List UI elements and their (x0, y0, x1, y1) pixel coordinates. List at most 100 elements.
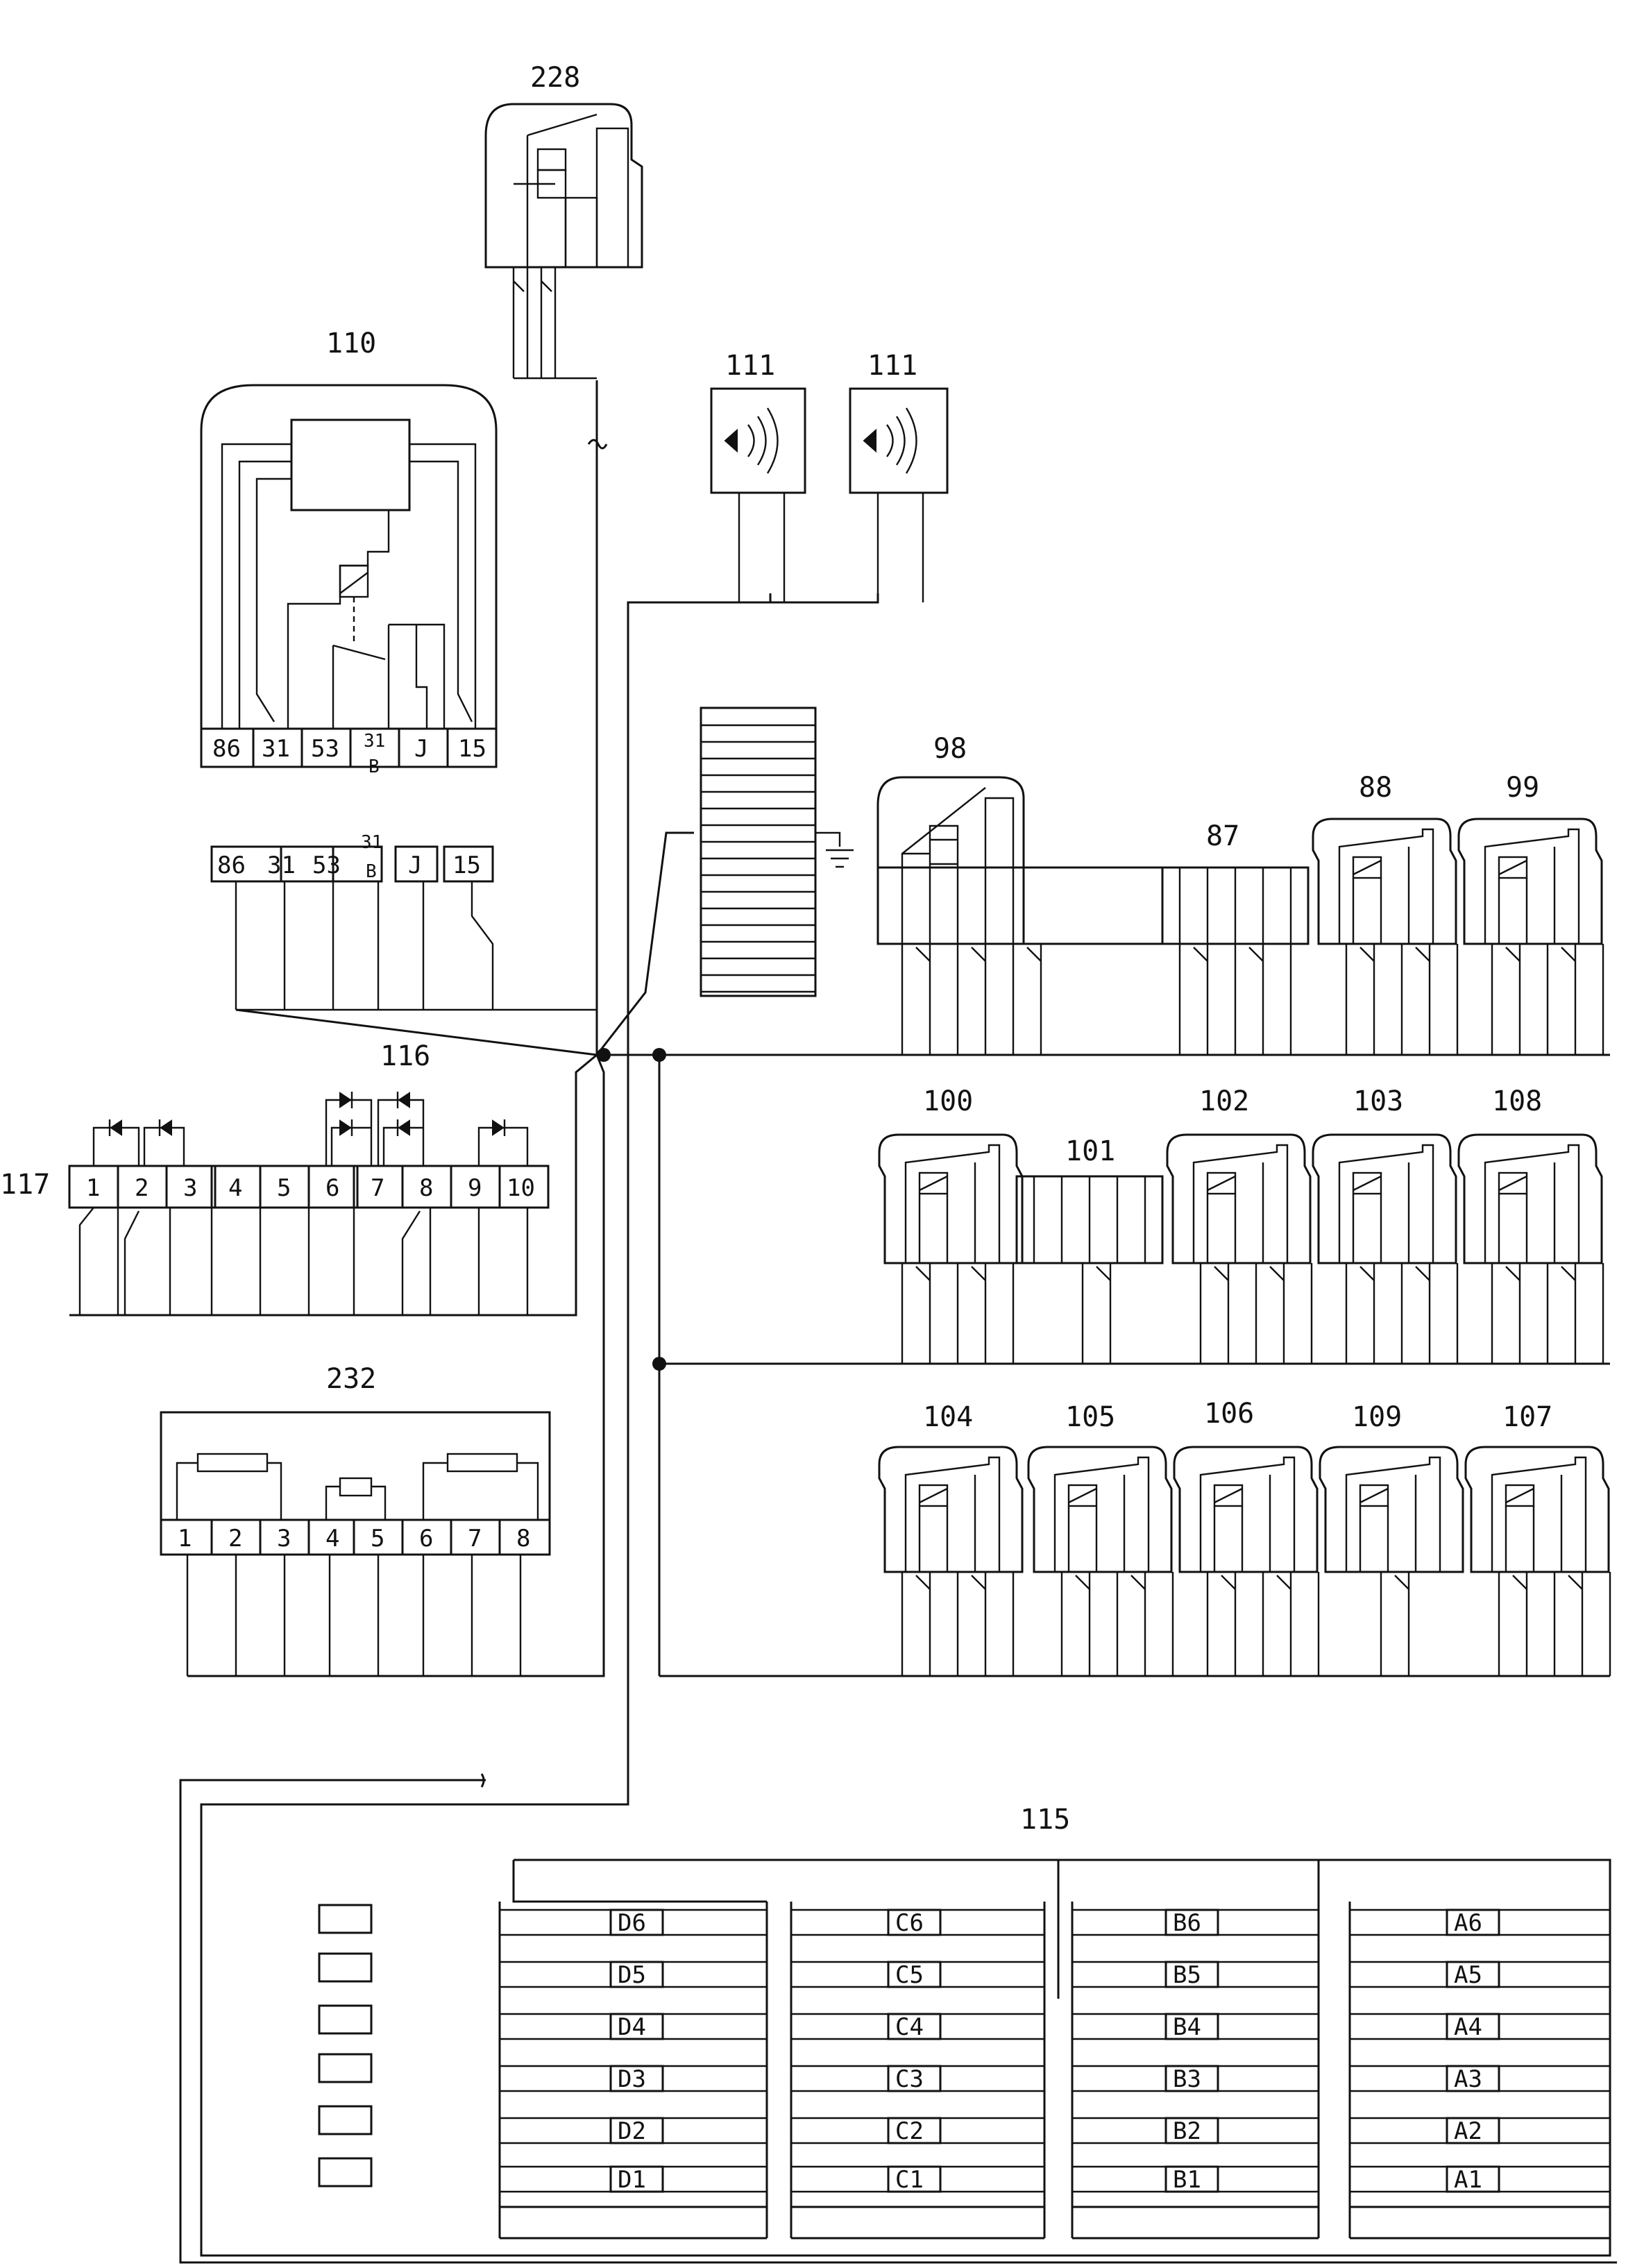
pin-53: 53 (311, 735, 339, 763)
resistor-block-pin-label: 8 (516, 1525, 530, 1552)
legend-box (318, 2105, 373, 2135)
relay-100 (878, 1133, 1024, 1264)
label-105: 105 (1065, 1401, 1115, 1433)
fuse-slot (1164, 1961, 1219, 1988)
fuse-slot-label: A5 (1454, 1961, 1482, 1989)
relay-108 (1457, 1133, 1603, 1264)
label-116: 116 (380, 1040, 430, 1072)
fuse-slot (1164, 1909, 1219, 1936)
fuse-slot-label: B2 (1173, 2117, 1201, 2145)
relay-105 (1027, 1446, 1173, 1573)
resistor-block-pin-label: 7 (468, 1525, 482, 1552)
legend-box (318, 1904, 373, 1934)
fuse-slot (887, 2065, 942, 2092)
relay-102 (1166, 1133, 1312, 1264)
relay-labels: 98 87 88 99 100 101 102 103 108 104 105 … (923, 733, 1552, 1433)
label-87: 87 (1206, 820, 1239, 852)
label-107: 107 (1502, 1401, 1552, 1433)
fuse-slot-label: C4 (895, 2013, 924, 2041)
relay-row-2 (878, 1133, 1604, 1364)
fuse-slot-label: D3 (618, 2065, 646, 2093)
label-232: 232 (326, 1363, 376, 1395)
fuse-slot (1446, 1961, 1500, 1988)
diode-block-pin (165, 1165, 217, 1209)
fuse-slot-label: B6 (1173, 1909, 1201, 1937)
fuse-slot-label: B5 (1173, 1961, 1201, 1989)
relay-109 (1319, 1446, 1464, 1573)
fuse-slot (609, 1909, 664, 1936)
label-117: 117 (0, 1169, 50, 1201)
fuse-slot-label: D2 (618, 2117, 646, 2145)
fuse-slot (1164, 2117, 1219, 2144)
label-108: 108 (1492, 1085, 1542, 1117)
relay-88 (1312, 818, 1457, 945)
label-106: 106 (1204, 1398, 1254, 1430)
pin-15: 15 (458, 735, 486, 763)
fuse-slot (609, 1961, 664, 1988)
label-99: 99 (1506, 772, 1539, 804)
diode-block-pin (307, 1165, 359, 1209)
diode-block-pin-label: 7 (371, 1174, 384, 1202)
connector-strip: 86 31 53 31 B J 15 (210, 832, 597, 1011)
fuse-slot (887, 2117, 942, 2144)
fuse-slot (887, 1961, 942, 1988)
fuse-slot (1446, 2013, 1500, 2040)
resistor-block-pin-label: 4 (325, 1525, 339, 1552)
pin-31b-suffix: B (368, 756, 380, 777)
fuse-slot (1446, 2117, 1500, 2144)
diode-block-pin-label: 8 (419, 1174, 433, 1202)
legend-box (318, 2004, 373, 2035)
label-104: 104 (923, 1401, 973, 1433)
label-109: 109 (1352, 1401, 1402, 1433)
label-102: 102 (1199, 1085, 1249, 1117)
fuse-slot-label: A1 (1454, 2166, 1482, 2194)
label-111-left: 111 (725, 350, 775, 382)
junction-dot (652, 1048, 666, 1062)
diode-block-pin-label: 6 (325, 1174, 339, 1202)
component-228: 228 (484, 62, 643, 380)
conn-pin-53: 53 (312, 852, 341, 879)
label-101: 101 (1065, 1135, 1115, 1167)
diode-block-pin-label: 4 (228, 1174, 242, 1202)
diode-block-pin-label: 10 (507, 1174, 535, 1202)
fuse-slot-label: D1 (618, 2166, 646, 2194)
resistor-block-pin-label: 2 (228, 1525, 242, 1552)
conn-pin-31: 31 (267, 852, 296, 879)
resistor-block-pin-label: 1 (178, 1525, 192, 1552)
diode-block-pin-label: 9 (468, 1174, 482, 1202)
conn-pin-31b: 31 (361, 832, 382, 853)
fuse-slot-label: B1 (1173, 2166, 1201, 2194)
relay-104 (878, 1446, 1024, 1573)
fuse-slot-label: A4 (1454, 2013, 1482, 2041)
speaker-111-right: 111 (849, 350, 949, 602)
fuse-slot-label: D4 (618, 2013, 646, 2041)
relay-99 (1457, 818, 1603, 945)
fuse-slot (887, 2013, 942, 2040)
label-103: 103 (1353, 1085, 1403, 1117)
legend-box (318, 2053, 373, 2083)
fuse-slot (887, 1909, 942, 1936)
fuse-slot (1164, 2013, 1219, 2040)
fuse-slot-label: C2 (895, 2117, 924, 2145)
conn-pin-86: 86 (217, 852, 246, 879)
fuse-slot-label: D5 (618, 1961, 646, 1989)
relay-98 (876, 776, 1025, 869)
main-harness (69, 380, 1617, 2264)
conn-pin-15: 15 (452, 852, 481, 879)
fuse-slot-label: B3 (1173, 2065, 1201, 2093)
junction-dot (597, 1048, 611, 1062)
conn-pin-31b-suffix: B (366, 861, 377, 882)
junction-dot (652, 1357, 666, 1371)
fuse-slot (609, 2117, 664, 2144)
legend-box (318, 2157, 373, 2187)
label-228: 228 (530, 62, 580, 94)
fuse-slot (609, 2165, 664, 2193)
ground-bus-block (700, 706, 854, 997)
pin-31b: 31 (364, 731, 385, 752)
diode-block-pin-label: 5 (277, 1174, 291, 1202)
relay-110: 110 86 31 53 31 B J 15 (200, 328, 498, 777)
diode-block-pin (498, 1165, 550, 1209)
diode-block-pin-label: 2 (135, 1174, 149, 1202)
